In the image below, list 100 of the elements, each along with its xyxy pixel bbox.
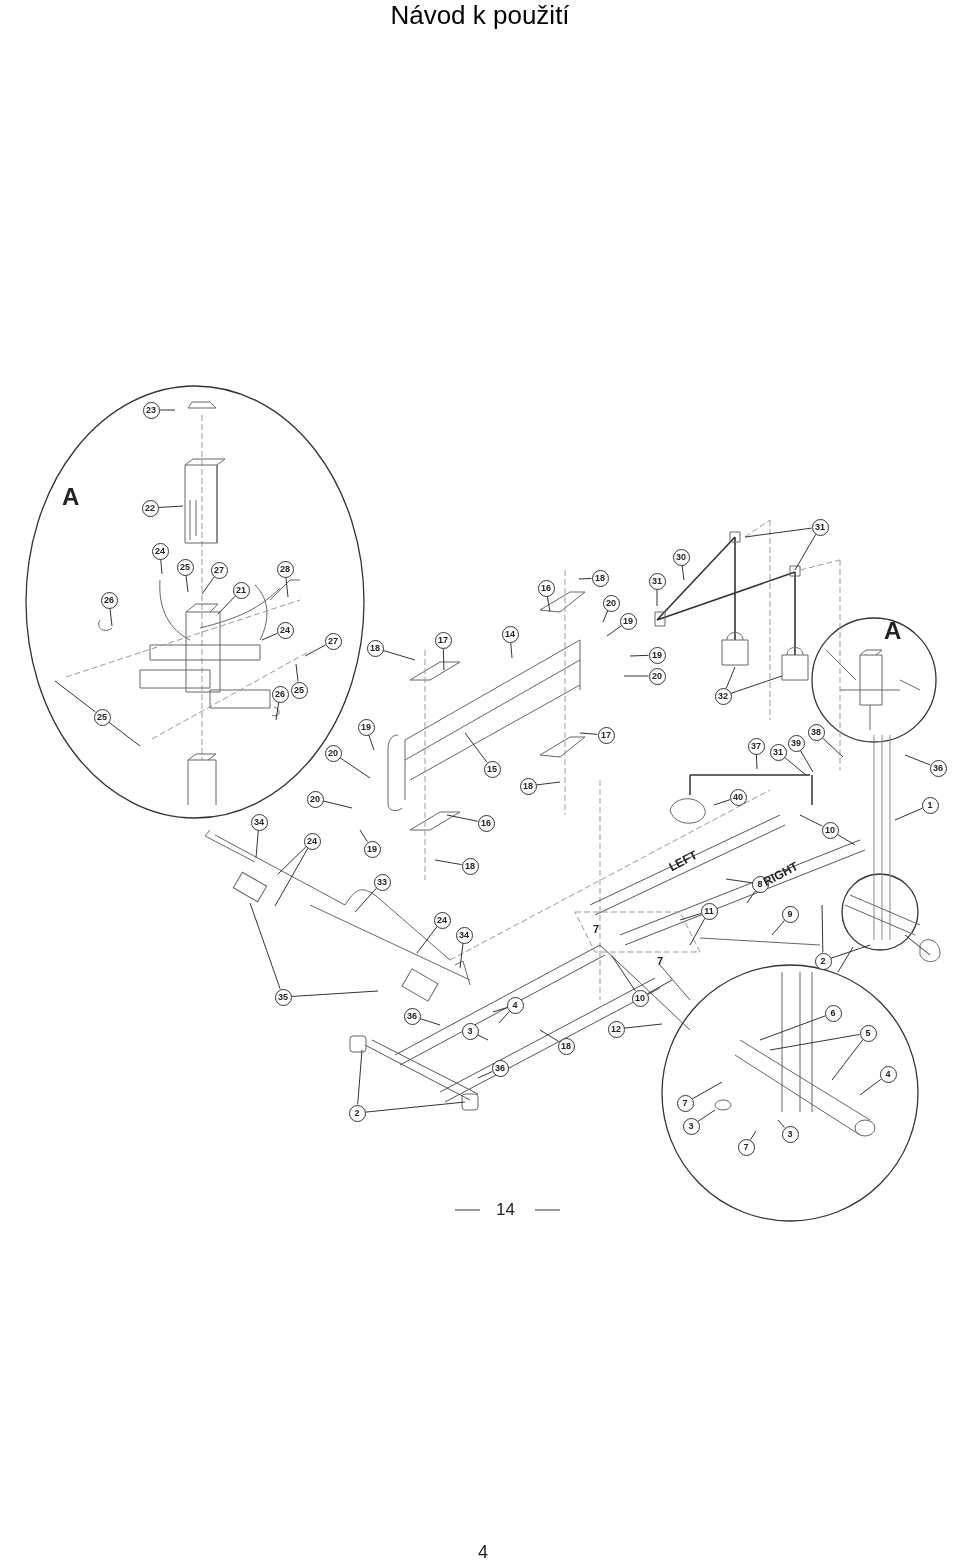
leader-line xyxy=(54,680,96,713)
callout-number: 21 xyxy=(232,581,250,599)
leader-line xyxy=(821,904,824,953)
callout-number: 16 xyxy=(477,814,495,832)
callout-number: 25 xyxy=(290,681,308,699)
leader-line xyxy=(255,829,259,859)
callout-number: 37 xyxy=(747,737,765,755)
leader-line xyxy=(354,887,377,913)
callout-number: 36 xyxy=(491,1059,509,1077)
leader-line xyxy=(416,926,438,954)
callout-number: 36 xyxy=(403,1007,421,1025)
detail-letter: A xyxy=(884,619,902,643)
callout-number: 17 xyxy=(434,631,452,649)
callout-number: 17 xyxy=(597,726,615,744)
leader-line xyxy=(579,732,599,735)
leader-line xyxy=(535,781,561,786)
page-number: 14 xyxy=(496,1201,515,1218)
leader-line xyxy=(419,1018,441,1026)
leader-line xyxy=(623,675,649,677)
leader-line xyxy=(656,589,658,607)
leader-line xyxy=(546,595,551,613)
callout-number: 25 xyxy=(176,558,194,576)
callout-number: 7 xyxy=(657,956,664,967)
leader-line xyxy=(249,902,281,990)
callout-number: 2 xyxy=(814,952,832,970)
leader-line xyxy=(201,576,215,595)
leader-line xyxy=(713,799,731,806)
callout-number: 34 xyxy=(250,813,268,831)
leader-line xyxy=(159,409,176,411)
leader-line xyxy=(446,814,479,822)
callout-number: 14 xyxy=(501,625,519,643)
leader-line xyxy=(859,1078,882,1096)
leader-line xyxy=(160,558,163,575)
callout-number: 7 xyxy=(593,924,600,935)
page-title: Návod k použití xyxy=(389,0,571,30)
leader-line xyxy=(158,505,184,508)
leader-line xyxy=(830,944,871,959)
callout-number: 24 xyxy=(276,621,294,639)
callout-number: 34 xyxy=(455,926,473,944)
callout-number: 28 xyxy=(276,560,294,578)
callout-number: 19 xyxy=(363,840,381,858)
leader-line xyxy=(691,1081,723,1100)
leader-line xyxy=(434,859,463,866)
leader-line xyxy=(357,1049,363,1106)
callout-number: 18 xyxy=(557,1037,575,1055)
leader-line xyxy=(697,1109,716,1122)
callout-number: 36 xyxy=(929,759,947,777)
leader-line xyxy=(725,878,753,884)
leader-line xyxy=(382,649,416,661)
callout-number: 38 xyxy=(807,723,825,741)
leader-line xyxy=(108,721,141,747)
callout-number: 1 xyxy=(921,796,939,814)
leader-line xyxy=(464,732,488,763)
callout-number: 3 xyxy=(461,1022,479,1040)
leader-line xyxy=(894,807,923,821)
callout-number: 25 xyxy=(93,708,111,726)
leader-line xyxy=(364,1101,466,1113)
callout-number: 3 xyxy=(781,1125,799,1143)
leader-line xyxy=(681,564,685,581)
callout-number: 9 xyxy=(781,905,799,923)
callout-number: 20 xyxy=(324,744,342,762)
leader-line xyxy=(755,754,758,770)
leader-line xyxy=(794,533,817,571)
callout-number: 19 xyxy=(619,612,637,630)
leader-line xyxy=(359,829,368,843)
callout-number: 18 xyxy=(519,777,537,795)
callout-number: 12 xyxy=(607,1020,625,1038)
leader-line xyxy=(261,632,278,641)
leader-line xyxy=(442,648,445,671)
leader-line xyxy=(275,701,280,721)
callout-number: 6 xyxy=(824,1004,842,1022)
leader-line xyxy=(285,576,289,598)
leader-line xyxy=(730,675,783,694)
callout-number: 31 xyxy=(811,518,829,536)
leader-line xyxy=(611,955,636,992)
callout-number: 35 xyxy=(274,988,292,1006)
leader-line xyxy=(492,1007,508,1013)
leader-line xyxy=(498,1010,510,1024)
callout-number: 26 xyxy=(271,685,289,703)
leader-line xyxy=(322,800,353,809)
detail-letter: A xyxy=(62,485,80,509)
callout-number: 26 xyxy=(100,591,118,609)
callout-number: 7 xyxy=(737,1138,755,1156)
leader-line xyxy=(339,757,371,779)
leader-line xyxy=(629,654,649,657)
leader-line xyxy=(602,610,609,623)
leader-line xyxy=(771,919,785,936)
callout-number: 31 xyxy=(648,572,666,590)
leader-line xyxy=(744,527,813,538)
callout-number: 24 xyxy=(303,832,321,850)
leader-line xyxy=(459,942,464,969)
leader-line xyxy=(769,1033,861,1051)
leader-line xyxy=(277,846,307,875)
callout-number: 3 xyxy=(682,1117,700,1135)
callout-number: 39 xyxy=(787,734,805,752)
callout-number: 27 xyxy=(210,561,228,579)
callout-number: 11 xyxy=(700,902,718,920)
callout-number: 22 xyxy=(141,499,159,517)
leader-line xyxy=(746,890,756,904)
callout-number: 20 xyxy=(306,790,324,808)
